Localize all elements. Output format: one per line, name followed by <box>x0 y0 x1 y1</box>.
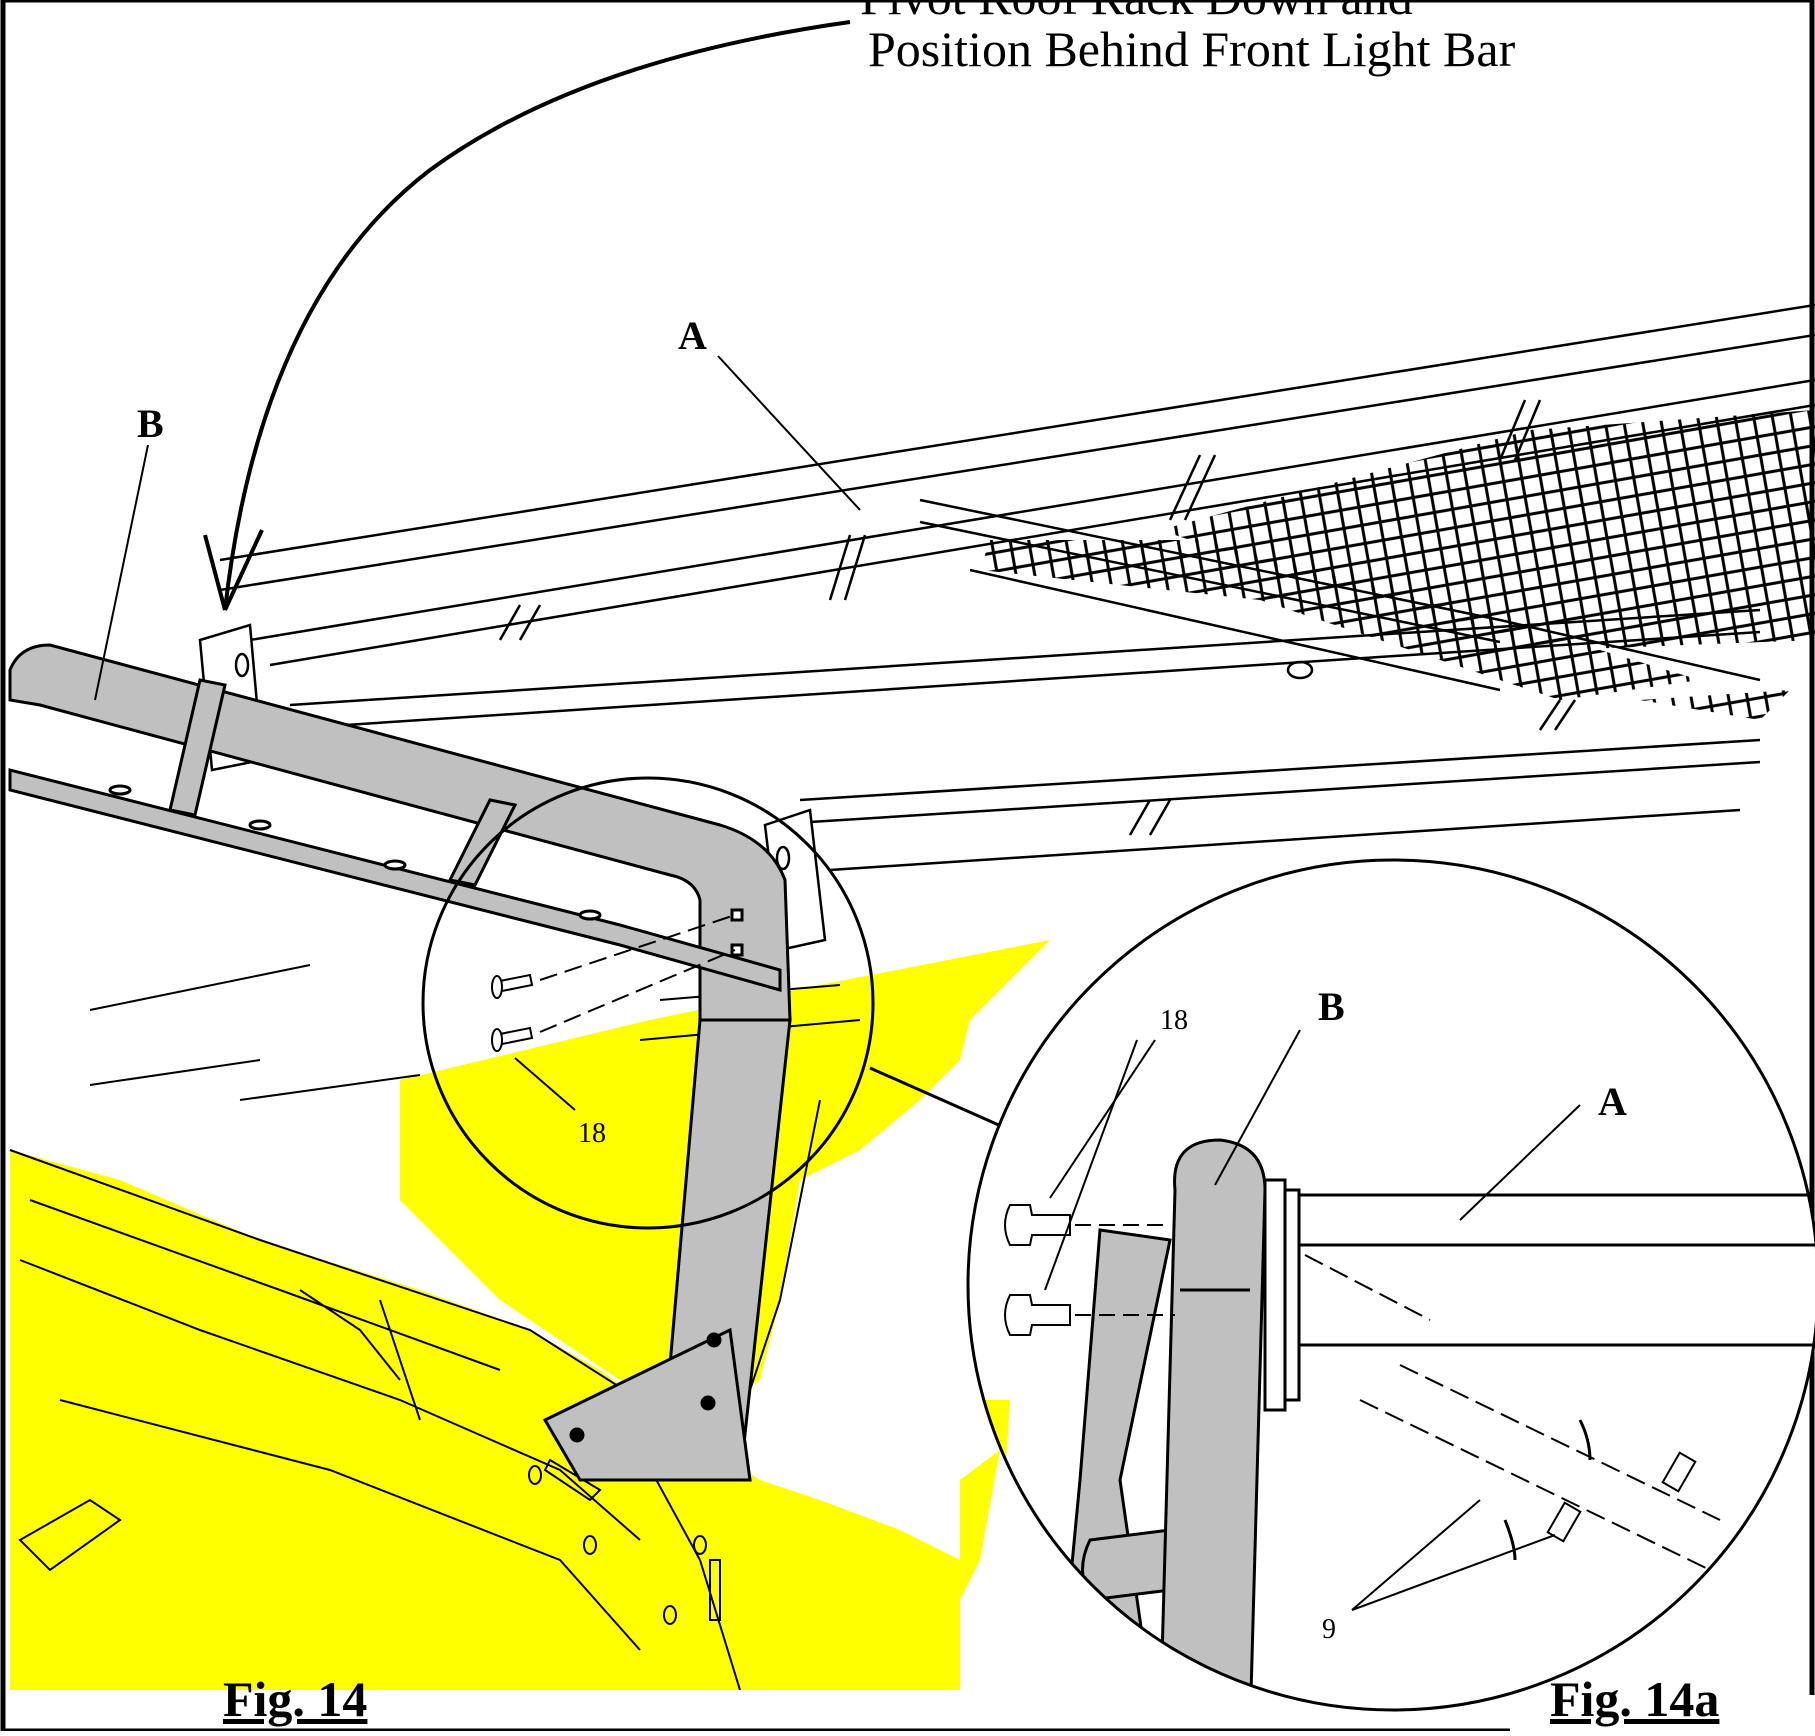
detail-view <box>966 858 1815 1735</box>
label-light-bar: B <box>137 401 164 446</box>
label-rack: A <box>678 313 707 358</box>
label-bolt-ref: 18 <box>578 1118 606 1149</box>
label-detail-rack: A <box>1598 1079 1627 1124</box>
figure-caption-detail: Fig. 14a <box>1550 1671 1720 1727</box>
windshield-lines <box>89 964 421 1101</box>
magnifier-connector <box>869 1066 1011 1132</box>
figure-caption-main: Fig. 14 <box>223 1671 368 1727</box>
main-leaders <box>94 355 861 701</box>
detail-leaders <box>1044 1029 1581 1611</box>
rack-mesh <box>980 410 1815 720</box>
label-detail-light-bar: B <box>1318 984 1345 1029</box>
magnifier-circle <box>421 776 875 1230</box>
instruction-line-1: Pivot Roof Rack Down and <box>860 0 1413 22</box>
label-detail-bolt-ref: 18 <box>1160 1005 1188 1036</box>
vehicle-outlines <box>9 984 861 1691</box>
instruction-line-2: Position Behind Front Light Bar <box>868 21 1516 77</box>
vehicle-body <box>10 940 1050 1690</box>
label-detail-nut-ref: 9 <box>1322 1614 1336 1645</box>
pivot-arrow <box>203 20 851 611</box>
main-bolts <box>491 914 736 1111</box>
light-bar <box>8 643 792 1482</box>
